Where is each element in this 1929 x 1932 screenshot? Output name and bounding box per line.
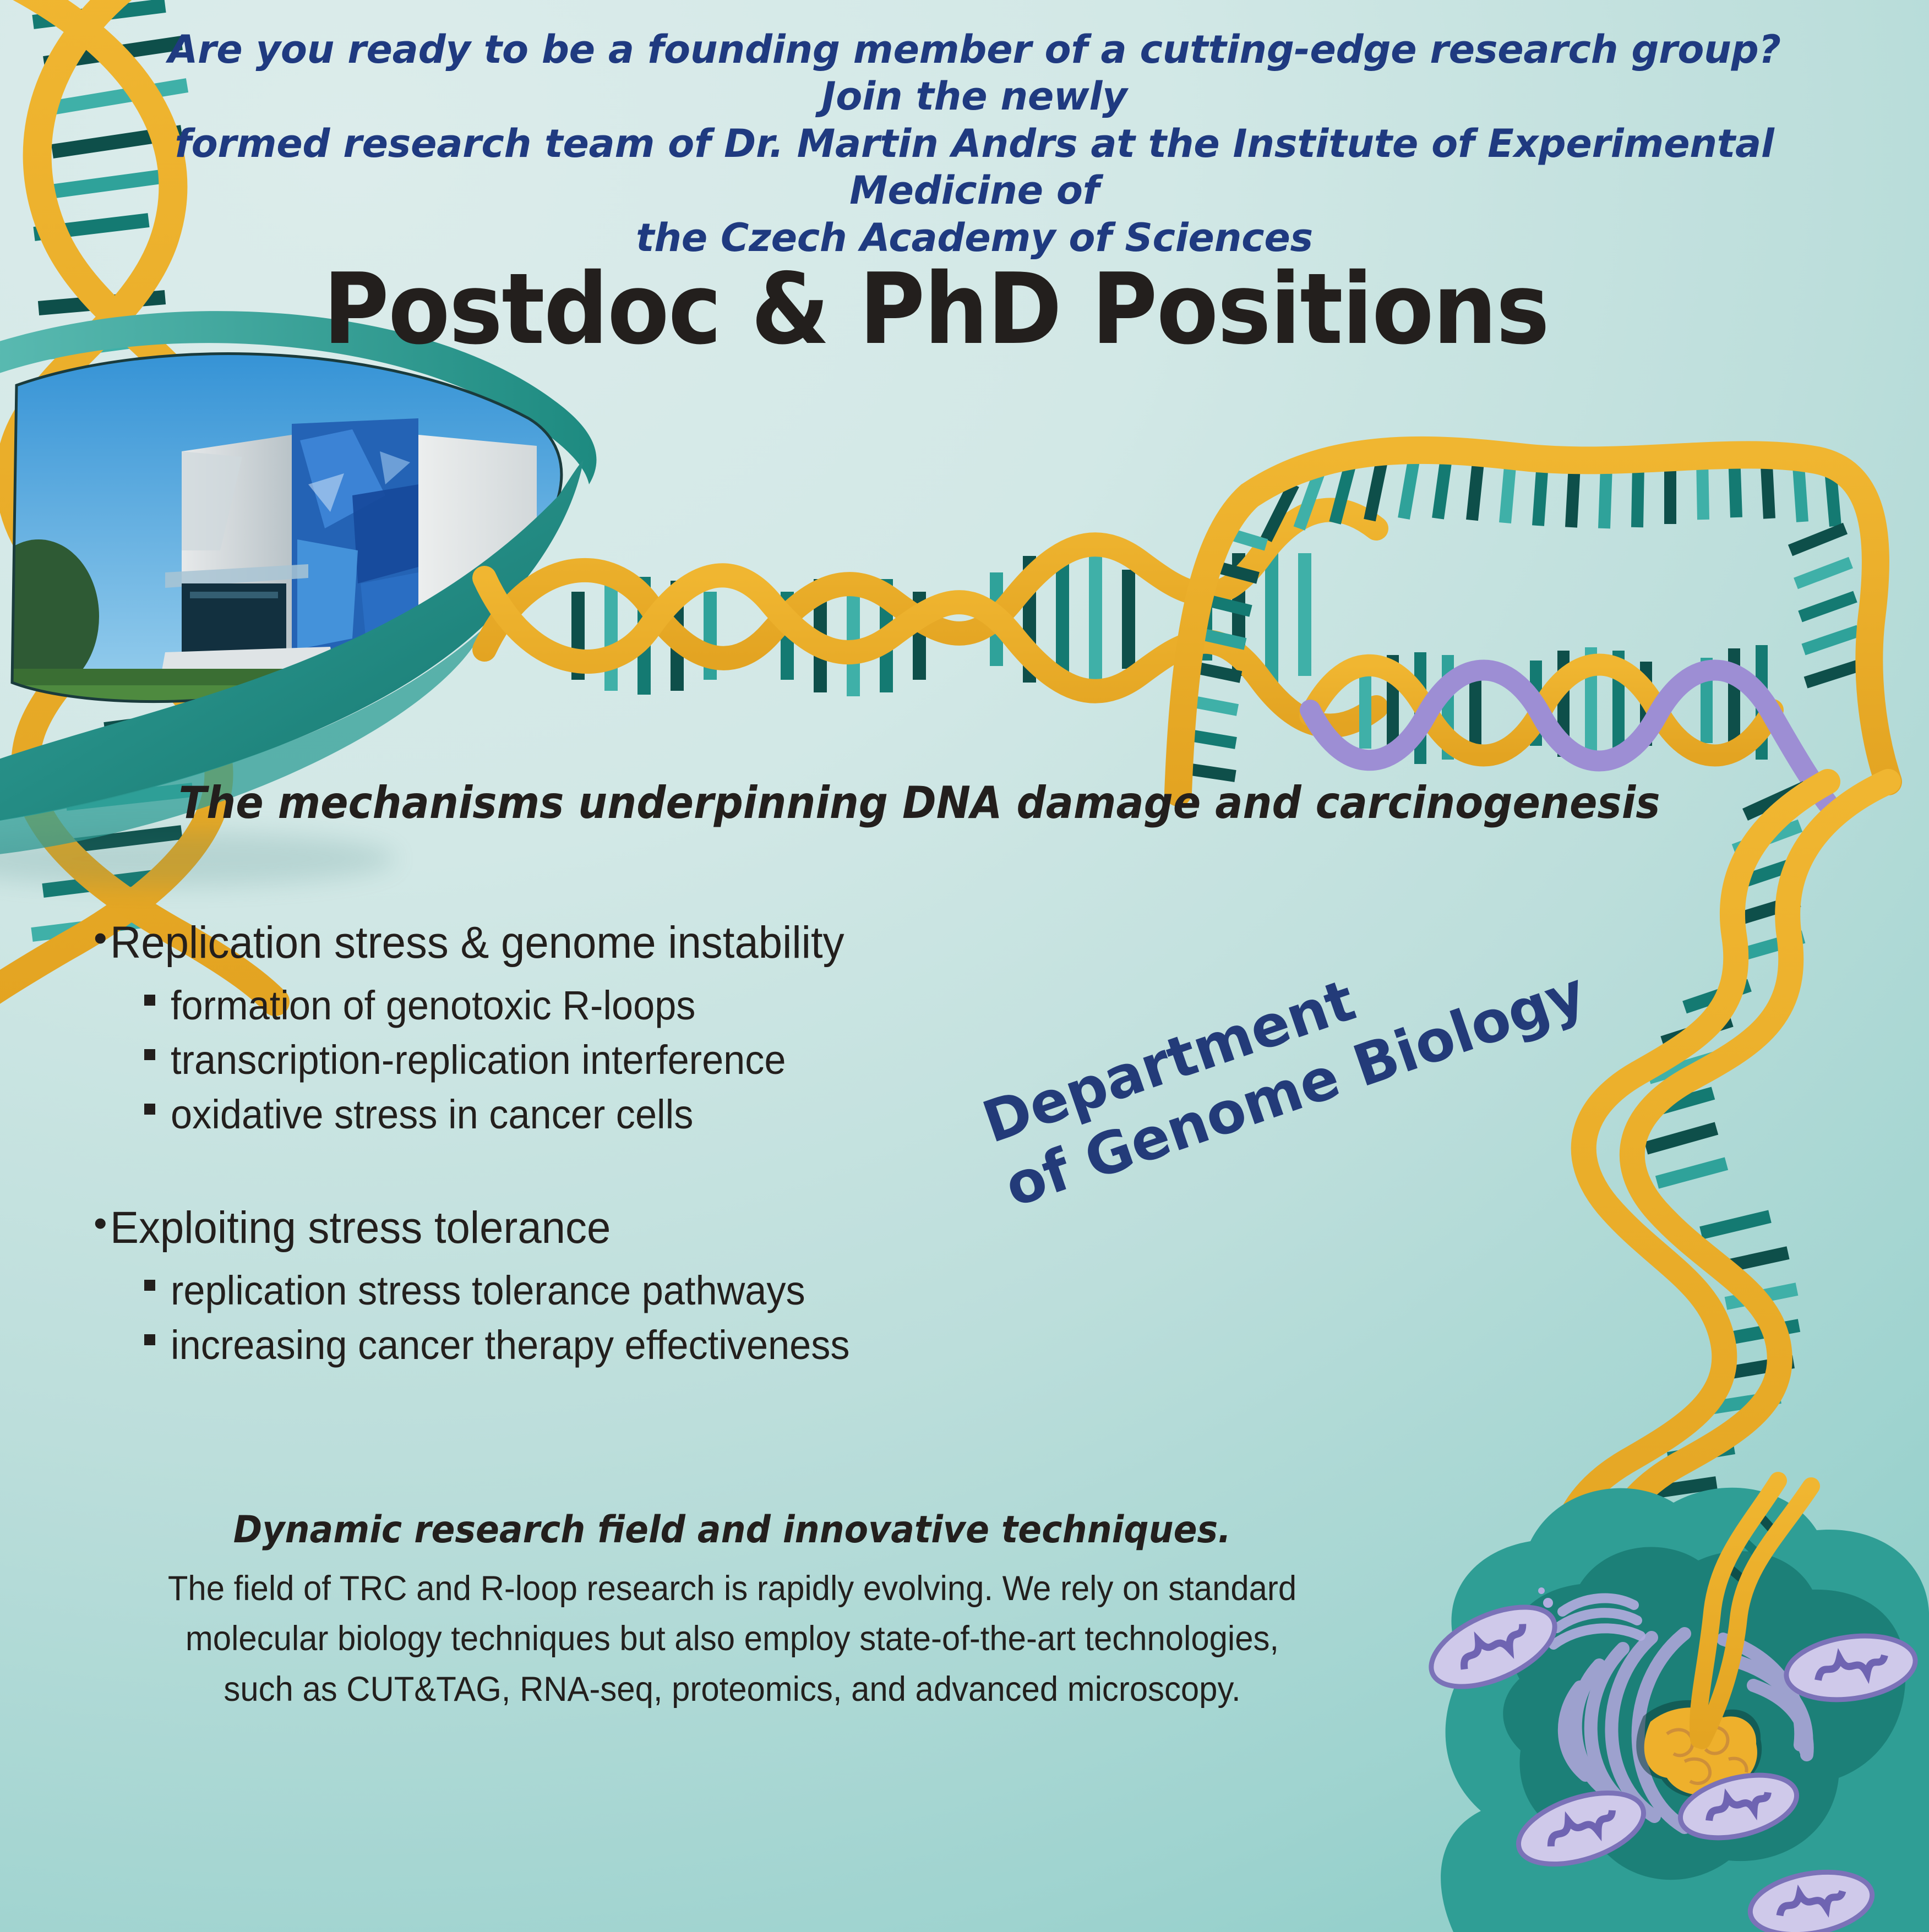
- square-bullet-icon: [144, 1049, 159, 1060]
- research-subtitle: The mechanisms underpinning DNA damage a…: [178, 777, 1660, 828]
- mitochondrion: [1784, 1633, 1918, 1702]
- description-line-1: The field of TRC and R-loop research is …: [167, 1569, 1297, 1608]
- page-title: Postdoc & PhD Positions: [323, 252, 1550, 366]
- footer-logo-bar: Institute of Experimental Medicine, CAS …: [0, 1767, 1929, 1932]
- square-bullet-icon: [144, 1334, 159, 1345]
- topic-subitem-label: transcription-replication interference: [171, 1036, 786, 1083]
- topic-heading-label: Replication stress & genome instability: [110, 918, 844, 968]
- topic-heading: • Exploiting stress tolerance: [94, 1199, 1195, 1258]
- header-tagline: Are you ready to be a founding member of…: [132, 26, 1817, 261]
- square-bullet-icon: [144, 1279, 159, 1291]
- topic-group: • Exploiting stress tolerance replicatio…: [94, 1199, 1195, 1372]
- round-bullet-icon: •: [94, 916, 107, 959]
- research-topics-list: • Replication stress & genome instabilit…: [94, 914, 1195, 1412]
- r-loop-structure: [1164, 436, 1902, 814]
- square-bullet-icon: [144, 994, 159, 1006]
- topic-heading-label: Exploiting stress tolerance: [110, 1203, 611, 1253]
- description-line-2: molecular biology techniques but also em…: [185, 1619, 1279, 1658]
- research-description: Dynamic research field and innovative te…: [66, 1508, 1398, 1715]
- topic-subitem-label: replication stress tolerance pathways: [171, 1267, 805, 1313]
- topic-subitem: replication stress tolerance pathways: [144, 1263, 1195, 1318]
- header-line-1: Are you ready to be a founding member of…: [168, 27, 1781, 119]
- mitochondrion: [1429, 1604, 1557, 1689]
- topic-heading: • Replication stress & genome instabilit…: [94, 914, 1195, 973]
- description-line-3: such as CUT&TAG, RNA-seq, proteomics, an…: [224, 1669, 1241, 1709]
- topic-subitem: oxidative stress in cancer cells: [144, 1087, 1195, 1142]
- topic-subitem-label: increasing cancer therapy effectiveness: [171, 1322, 850, 1368]
- round-bullet-icon: •: [94, 1202, 107, 1245]
- topic-subitem: increasing cancer therapy effectiveness: [144, 1318, 1195, 1372]
- topic-subitem-label: formation of genotoxic R-loops: [171, 982, 696, 1028]
- topic-subitem-label: oxidative stress in cancer cells: [171, 1091, 694, 1137]
- topic-group: • Replication stress & genome instabilit…: [94, 914, 1195, 1142]
- header-line-2: formed research team of Dr. Martin Andrs…: [175, 121, 1774, 214]
- topic-subitem: formation of genotoxic R-loops: [144, 978, 1195, 1033]
- dna-helix-right: [1549, 769, 1901, 1697]
- dna-helix-horizontal: [472, 498, 1388, 738]
- topic-subitem: transcription-replication interference: [144, 1033, 1195, 1087]
- square-bullet-icon: [144, 1103, 159, 1115]
- header-line-3: the Czech Academy of Sciences: [636, 215, 1313, 260]
- description-headline: Dynamic research field and innovative te…: [233, 1508, 1231, 1552]
